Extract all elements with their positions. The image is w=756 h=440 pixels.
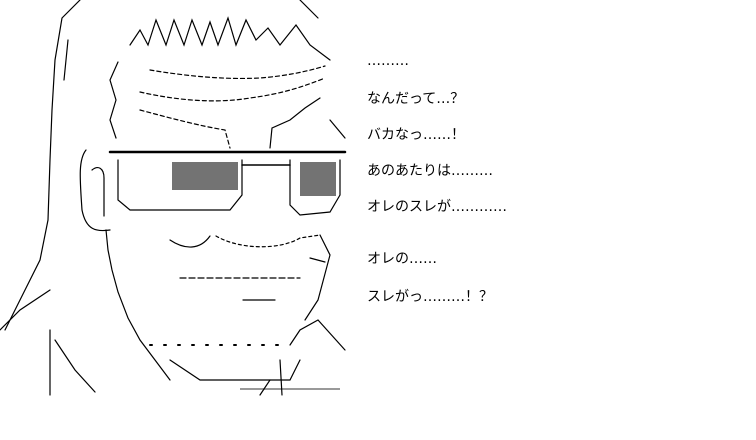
hair-spikes [129, 16, 331, 61]
brow-right [269, 97, 321, 149]
brow-lower [139, 77, 326, 102]
ear-left [91, 167, 105, 217]
ascii-art-character [0, 0, 360, 400]
face-left-jaw [105, 229, 171, 381]
hair-strand [63, 39, 69, 81]
hair-right-top [299, 0, 319, 19]
face-right-jaw [304, 234, 331, 321]
dialogue-line-5: オレのスレが………… [367, 199, 507, 215]
dialogue-line-6: オレの…… [367, 251, 437, 267]
brow-upper [149, 65, 326, 80]
collar-left [54, 339, 96, 393]
lens-left-tint [172, 162, 238, 190]
ascii-art-drawing [0, 0, 347, 396]
shoulder-left [0, 289, 51, 331]
dotted-band [240, 388, 340, 390]
sunglasses-left-outline [79, 149, 111, 232]
dialogue-line-4: あのあたりは……… [367, 163, 493, 179]
cheek-right [215, 234, 321, 248]
collar-right [259, 379, 271, 396]
dialogue-panel: ……… なんだって…？ バカなっ……！ あのあたりは……… オレのスレが…………… [367, 0, 747, 420]
hair-right-strand [329, 119, 346, 139]
dialogue-line-2: なんだって…？ [367, 91, 465, 107]
lens-left [117, 159, 243, 211]
neck-right [289, 319, 346, 351]
chin [169, 359, 301, 381]
face-left-edge [109, 61, 119, 139]
lens-right-tint [300, 162, 336, 196]
dialogue-line-1: ……… [367, 53, 409, 69]
hair-left-outline [4, 0, 81, 331]
lens-right [289, 159, 341, 216]
shirt-right [279, 359, 283, 396]
dialogue-line-7: スレがっ………！？ [367, 289, 493, 305]
mustache-tip [309, 257, 326, 263]
dialogue-line-3: バカなっ……！ [367, 127, 465, 143]
nose [169, 235, 211, 248]
cheek-shadow [139, 109, 231, 149]
